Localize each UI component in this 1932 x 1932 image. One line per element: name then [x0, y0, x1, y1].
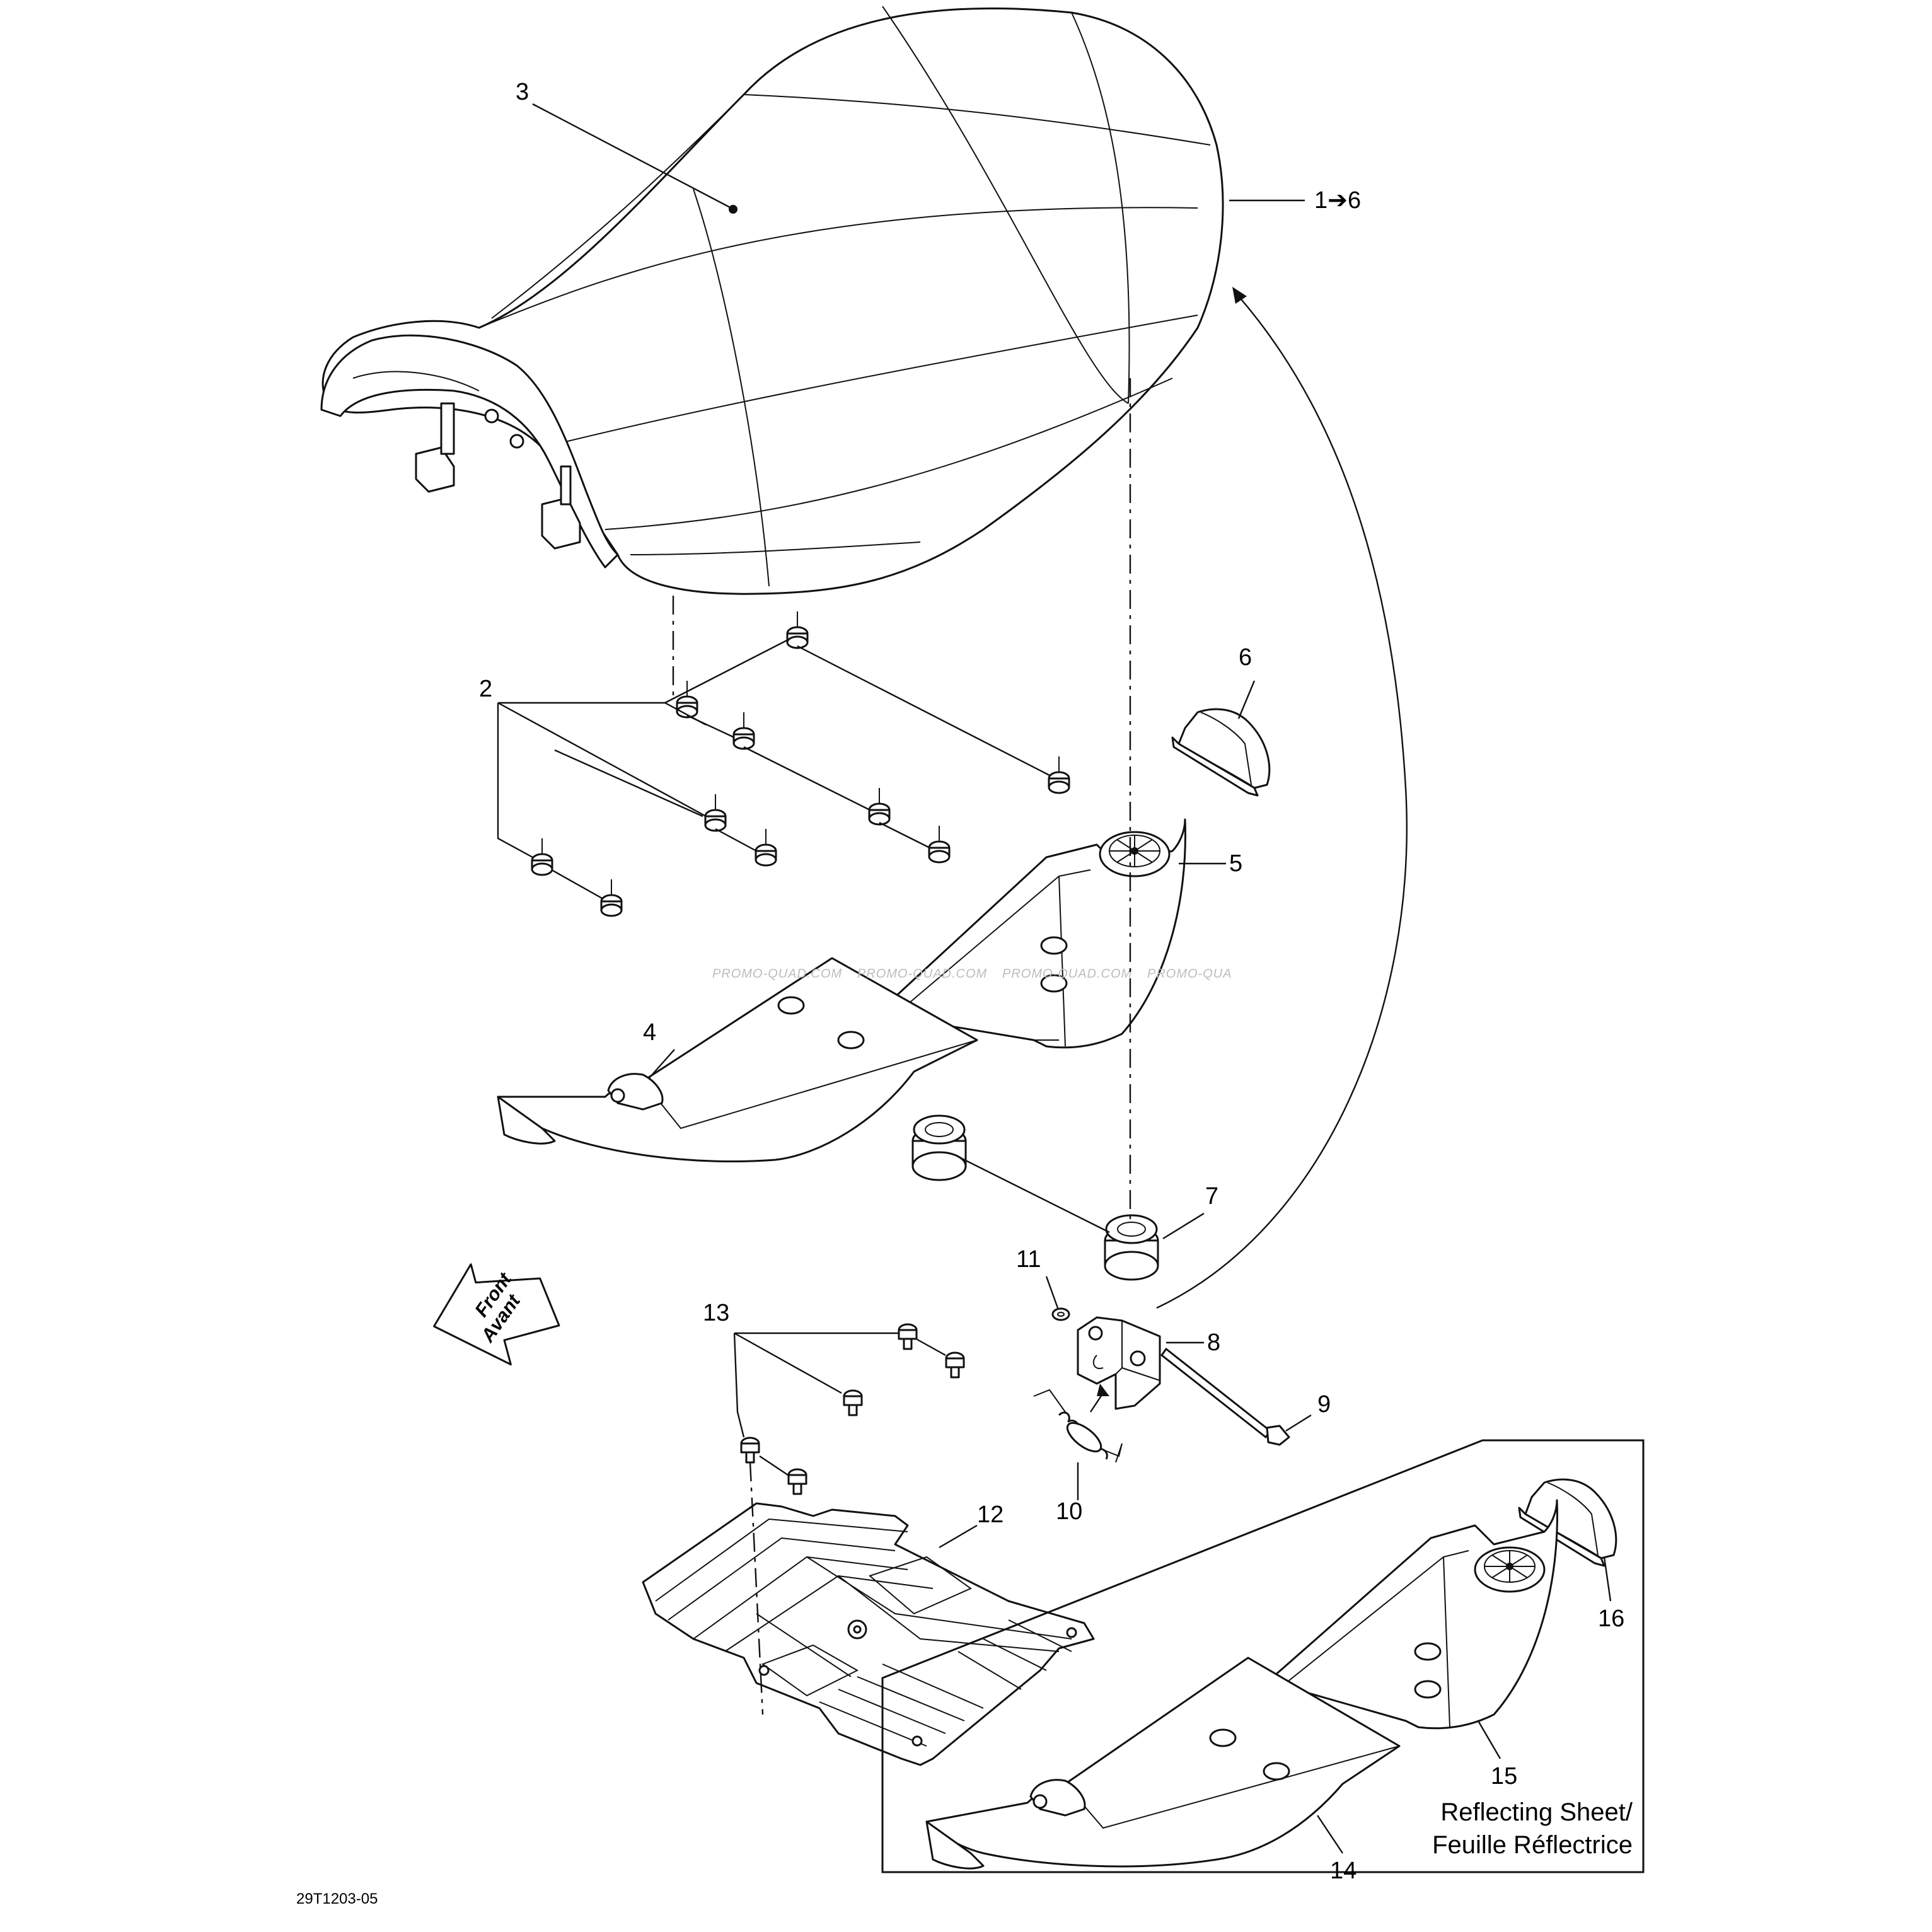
callout-14: 14 [1330, 1858, 1356, 1884]
seat [320, 6, 1224, 595]
bumper [600, 879, 623, 917]
bumper [676, 681, 698, 719]
part-8-bracket [1077, 1316, 1161, 1410]
bolt [843, 1389, 863, 1416]
part-6-cap [1171, 708, 1271, 797]
callout-5: 5 [1229, 850, 1242, 877]
bolt [898, 1323, 918, 1350]
callout-6: 6 [1239, 644, 1252, 671]
part-7-grommet [1104, 1214, 1159, 1281]
callout-10: 10 [1056, 1498, 1082, 1525]
watermark: PROMO-QUAD.COM [857, 967, 987, 981]
bolt [945, 1351, 965, 1379]
part-16-cap [1518, 1478, 1617, 1567]
part-14-sheet [925, 1657, 1401, 1870]
callout-9: 9 [1317, 1391, 1331, 1418]
bumper [1048, 756, 1070, 794]
callout-1-6: 1➔6 [1314, 187, 1361, 214]
part-5-sheet [881, 818, 1186, 1049]
part-9-bolt [1160, 1348, 1290, 1446]
bumper [928, 826, 951, 864]
bumper [704, 794, 727, 832]
front-direction-arrow: Front Avant [433, 1263, 560, 1366]
bumper [755, 829, 777, 867]
part-11-washer [1051, 1307, 1070, 1321]
callout-12: 12 [977, 1501, 1004, 1528]
callout-7: 7 [1205, 1183, 1218, 1210]
callout-8: 8 [1207, 1329, 1220, 1356]
drawing-number: 29T1203-05 [296, 1890, 378, 1907]
part-4-sheet [497, 957, 978, 1163]
bolt [740, 1437, 760, 1464]
reflecting-sheet-inset: Reflecting Sheet/ Feuille Réflectrice [881, 1439, 1645, 1873]
watermark: PROMO-QUA [1147, 967, 1232, 981]
callout-3: 3 [516, 79, 529, 105]
bumper [868, 788, 891, 826]
part-10-spring [1033, 1389, 1123, 1463]
bumper [732, 712, 755, 750]
watermark: PROMO-QUAD.COM [1002, 967, 1132, 981]
callout-2: 2 [479, 676, 492, 702]
callout-13: 13 [703, 1300, 729, 1326]
watermark: PROMO-QUAD.COM [712, 967, 842, 981]
bumpers [531, 611, 1070, 917]
callout-4: 4 [643, 1019, 656, 1046]
callout-11: 11 [1016, 1246, 1041, 1273]
inset-caption-line2: Feuille Réflectrice [1432, 1831, 1633, 1859]
part-15-sheet [1272, 1499, 1558, 1730]
bolt [787, 1468, 807, 1495]
bumper [531, 838, 553, 876]
bumper [786, 611, 809, 649]
part-13-bolts [740, 1323, 965, 1495]
part-7-grommet [911, 1114, 967, 1181]
inset-caption-line1: Reflecting Sheet/ [1440, 1798, 1633, 1826]
callout-16: 16 [1598, 1605, 1624, 1632]
callout-15: 15 [1491, 1763, 1517, 1790]
part-12-plate [642, 1502, 1095, 1766]
